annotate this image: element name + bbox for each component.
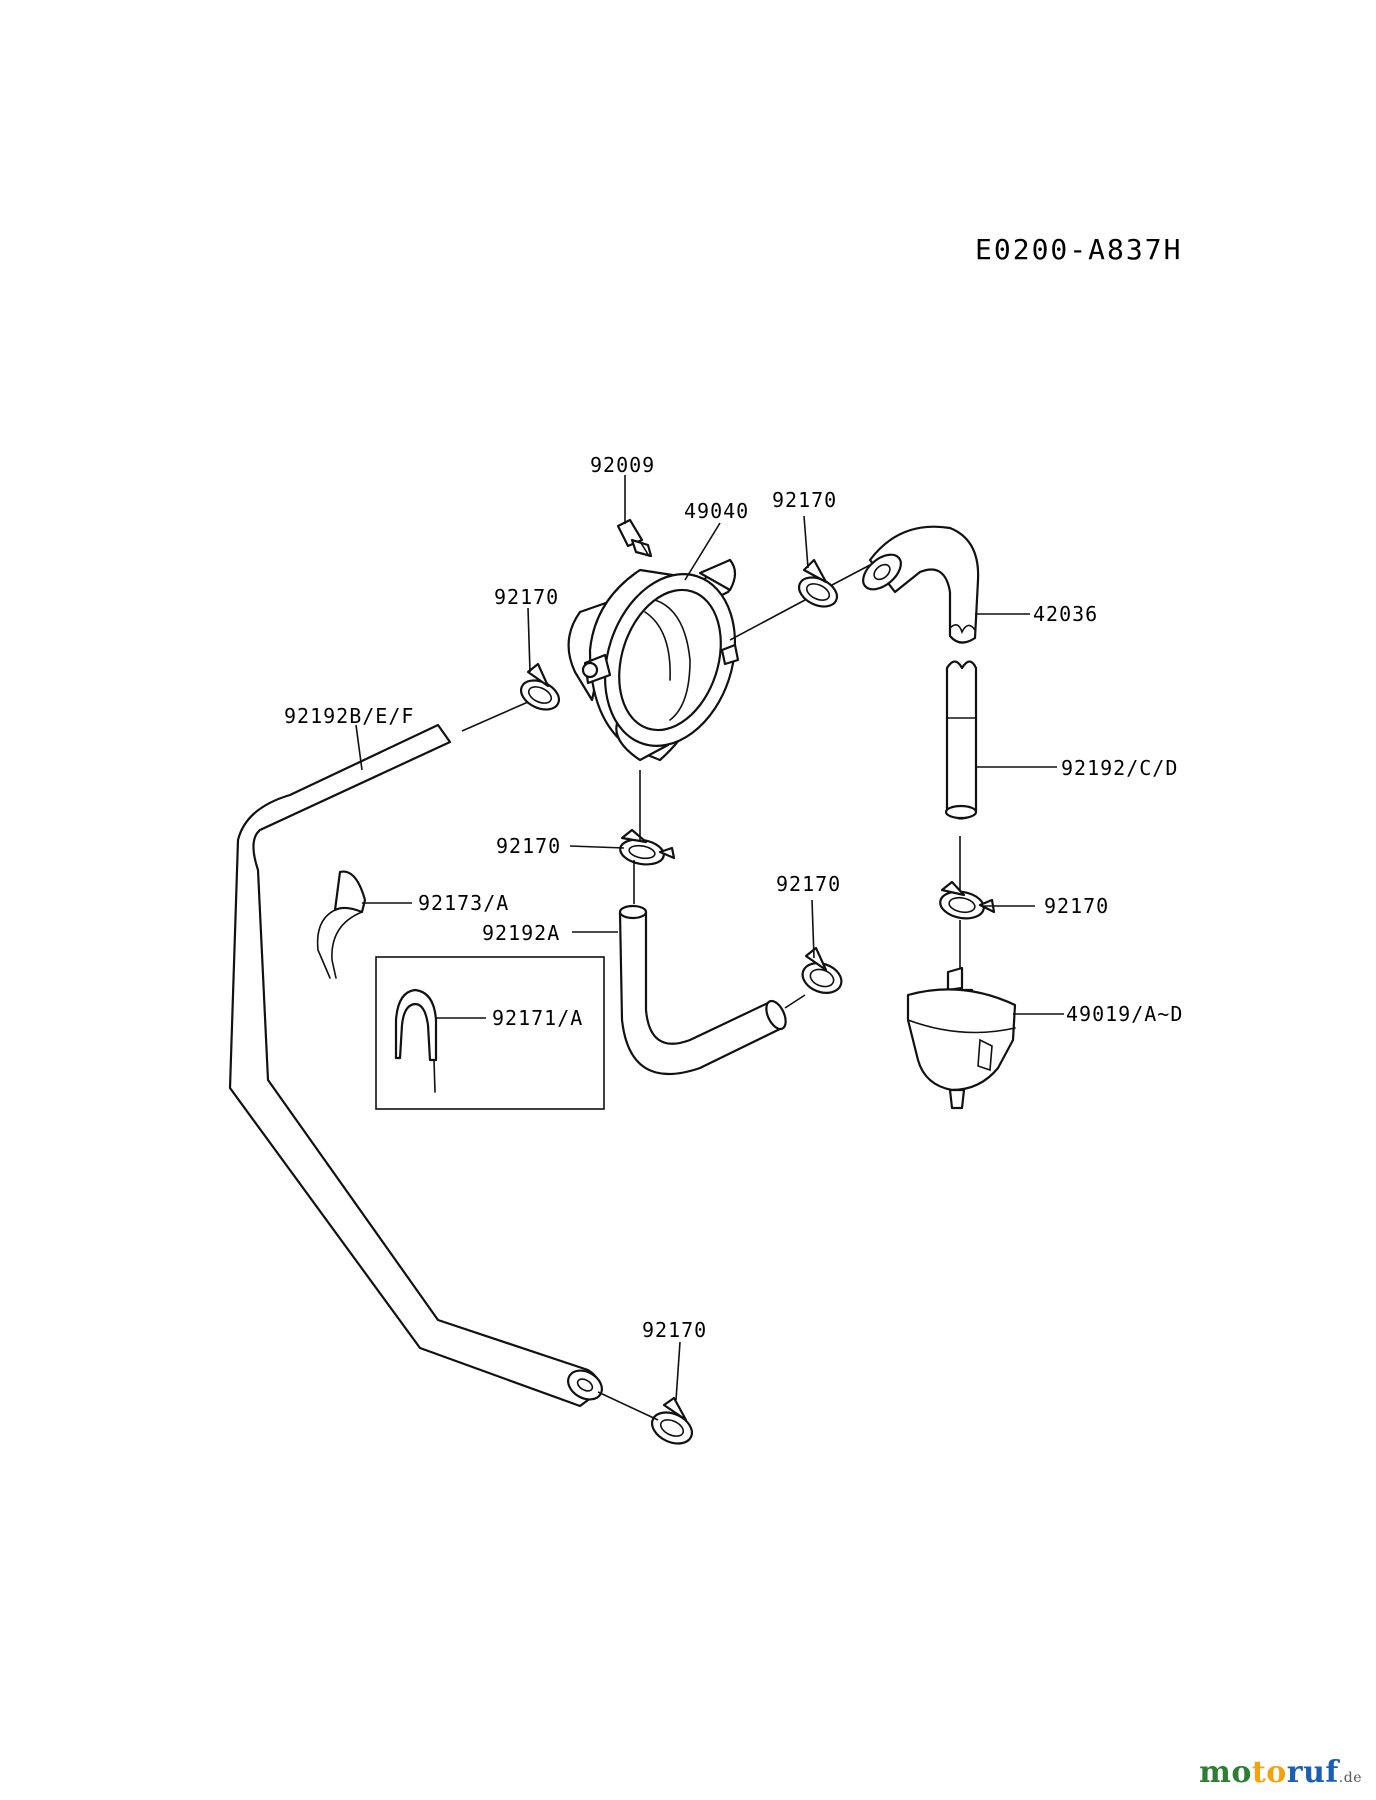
long-fuel-hose — [228, 723, 603, 1408]
label-fuel-pump: 49040 — [684, 499, 749, 523]
fuel-filter — [906, 966, 1017, 1110]
watermark-part-3: ruf — [1286, 1755, 1339, 1790]
elbow-fuel-hose-top — [862, 525, 980, 644]
fuel-pump — [567, 558, 740, 762]
straight-fuel-hose-right — [944, 660, 978, 820]
watermark-part-1: mo — [1199, 1755, 1252, 1790]
label-clamp-bottom: 92170 — [642, 1318, 707, 1342]
part-labels: 92009 49040 92170 92170 92192B/E/F 42036… — [284, 453, 1183, 1342]
label-long-hose: 92192B/E/F — [284, 704, 414, 728]
hose-clamp-middle — [801, 946, 843, 994]
label-clamp-middle: 92170 — [776, 872, 841, 896]
label-elbow-hose-middle: 92192A — [482, 921, 560, 945]
hose-clamp-under-pump — [619, 828, 676, 866]
label-clamp-left: 92170 — [494, 585, 559, 609]
pump-bolt — [616, 518, 653, 558]
label-clamp-above-filter: 92170 — [1044, 894, 1109, 918]
clip-inset-box — [375, 956, 605, 1110]
watermark-suffix: .de — [1338, 1770, 1362, 1786]
label-elbow-hose-top: 42036 — [1033, 602, 1098, 626]
hose-clamp-left — [519, 662, 561, 711]
label-leaders — [355, 475, 1064, 1401]
label-clip-inset: 92171/A — [492, 1006, 583, 1030]
label-fuel-filter: 49019/A~D — [1066, 1002, 1183, 1026]
label-hose-right: 92192/C/D — [1061, 756, 1178, 780]
hose-clamp-above-filter — [939, 880, 996, 920]
label-clamp-under-pump: 92170 — [496, 834, 561, 858]
assembly-lines — [461, 564, 961, 1421]
watermark-part-2: to — [1251, 1755, 1287, 1790]
hose-clamp-bottom — [650, 1396, 694, 1445]
label-clip: 92173/A — [418, 891, 509, 915]
hose-clip — [316, 870, 367, 979]
label-clamp-top-right: 92170 — [772, 488, 837, 512]
watermark-logo: motoruf.de — [1199, 1755, 1362, 1790]
elbow-fuel-hose-middle — [618, 904, 787, 1076]
hose-clamp-top-right — [797, 558, 839, 608]
label-pump-bolt: 92009 — [590, 453, 655, 477]
diagram-reference-code: E0200-A837H — [975, 233, 1182, 266]
